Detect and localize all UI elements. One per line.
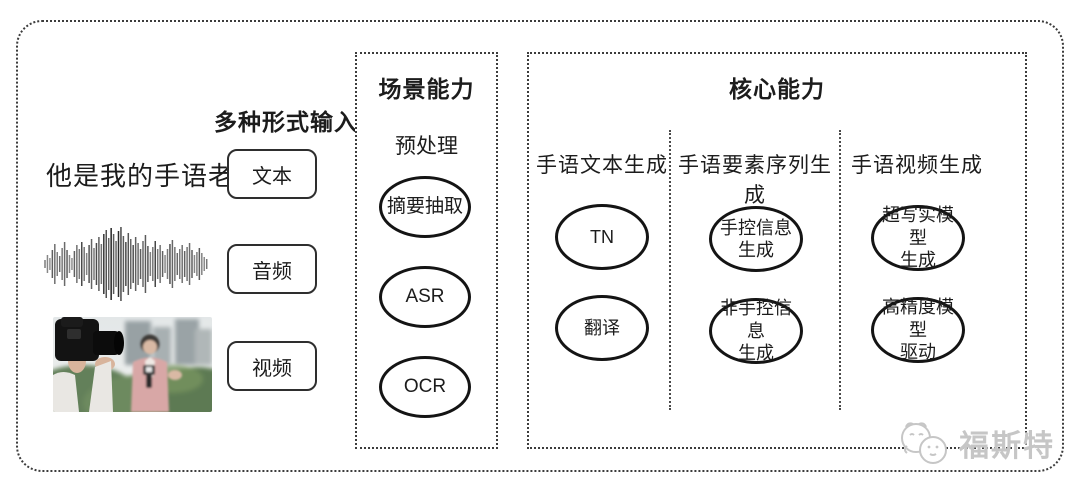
node-manual-info-generation: 手控信息 生成 (709, 206, 803, 272)
sample-sentence-text: 他是我的手语老师 (46, 161, 263, 191)
scene-capability-title: 场景能力 (378, 76, 475, 102)
outer-dotted-border (16, 20, 1064, 472)
core-capability-title: 核心能力 (729, 76, 825, 102)
node-hyperreal-model-generation: 超写实模型 生成 (871, 205, 965, 271)
node-summary-extraction: 摘要抽取 (379, 176, 471, 238)
column-separator (839, 130, 841, 410)
mascot-faces-icon (901, 422, 947, 464)
audio-waveform-graphic (44, 227, 208, 301)
preprocess-label: 预处理 (395, 135, 458, 158)
input-box-text: 文本 (227, 149, 317, 199)
node-tn: TN (555, 204, 649, 270)
node-ocr: OCR (379, 356, 471, 418)
input-box-audio: 音频 (227, 244, 317, 294)
column-separator (669, 130, 671, 410)
column-label-sign-element-sequence-generation: 手语要素序列生成 (678, 154, 832, 207)
reporter-video-thumbnail (53, 317, 212, 412)
column-label-sign-video-generation: 手语视频生成 (851, 154, 983, 177)
watermark-brand-text: 福斯特 (959, 430, 1055, 463)
scene-capability-box: 场景能力 预处理 摘要抽取 ASR OCR (355, 52, 498, 449)
node-high-precision-model-driving: 高精度模型 驱动 (871, 297, 965, 363)
core-capability-box: 核心能力 手语文本生成 手语要素序列生成 手语视频生成 TN 翻译 手控信息 生… (527, 52, 1027, 449)
node-asr: ASR (379, 266, 471, 328)
column-label-sign-text-generation: 手语文本生成 (536, 154, 668, 177)
node-non-manual-info-generation: 非手控信息 生成 (709, 298, 803, 364)
input-box-video: 视频 (227, 341, 317, 391)
watermark: 福斯特 (893, 414, 1063, 472)
node-translation: 翻译 (555, 295, 649, 361)
input-section-heading: 多种形式输入 (214, 109, 358, 135)
